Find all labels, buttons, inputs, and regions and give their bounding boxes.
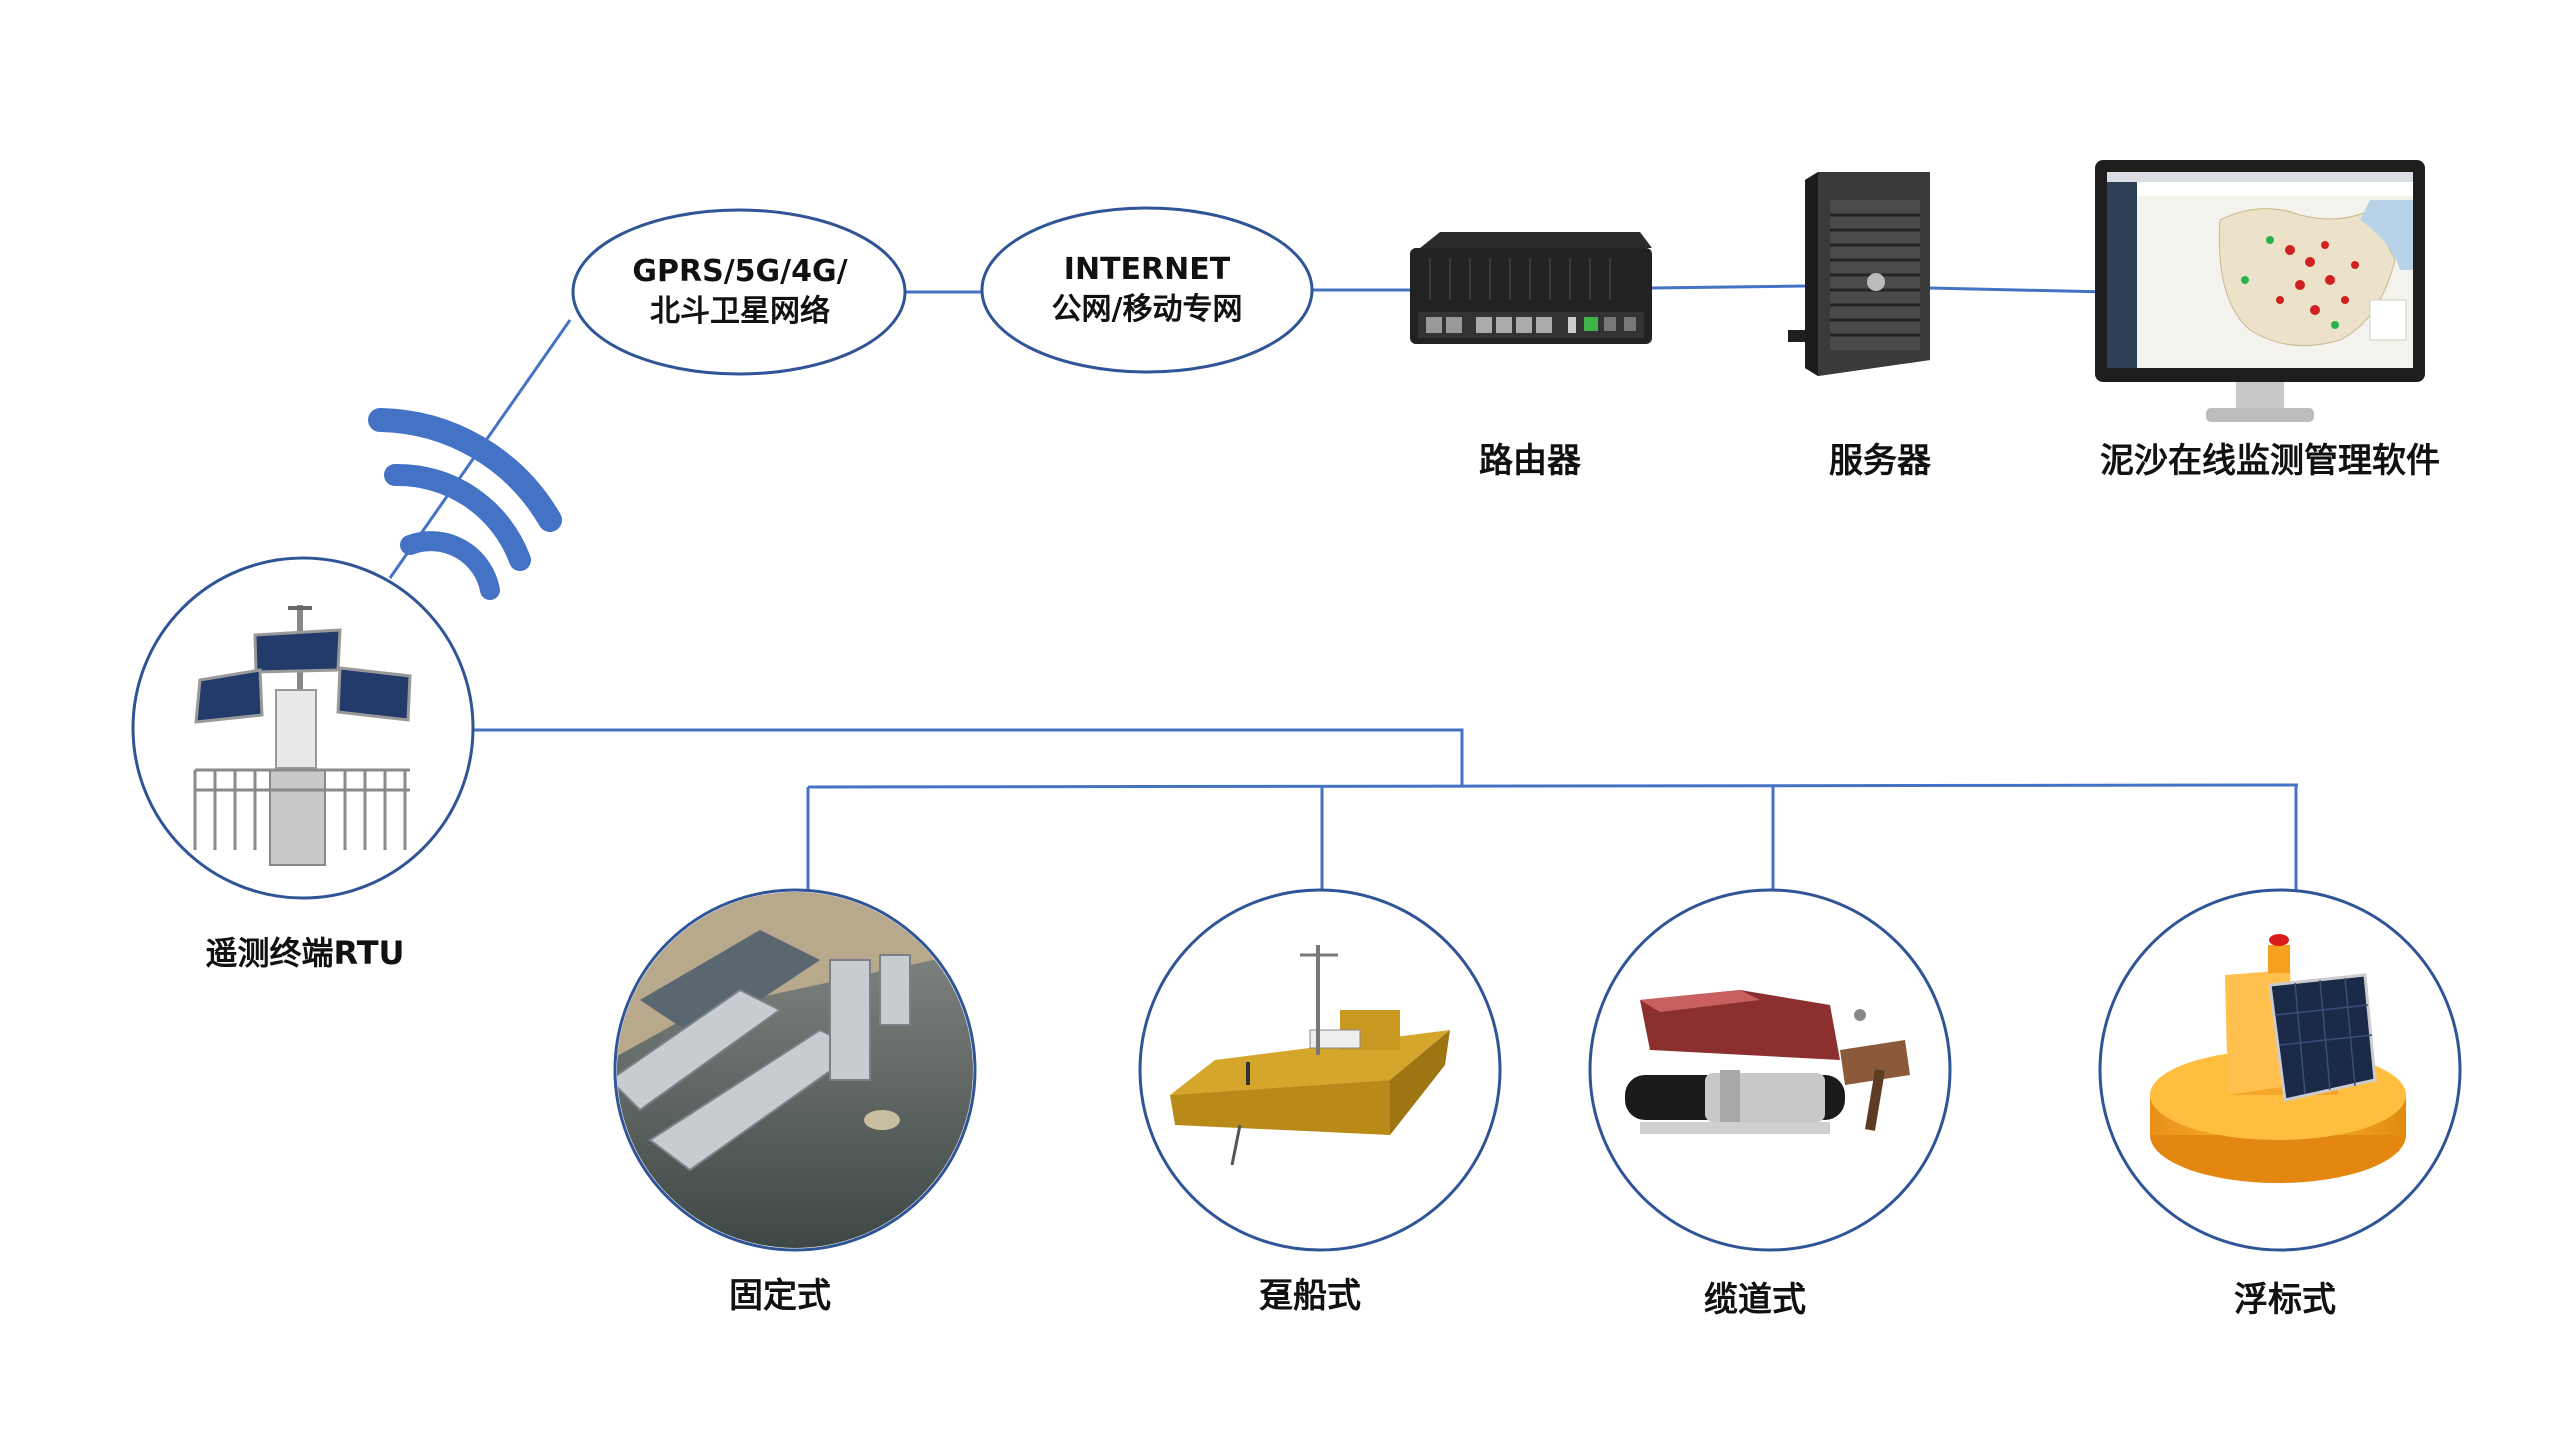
gprs-line1: GPRS/5G/4G/	[632, 254, 848, 289]
sensor-label-buoy: 浮标式	[2234, 1280, 2336, 1320]
rtu-bus-line	[472, 728, 1464, 785]
cableway-sensor-illustration	[1625, 990, 1910, 1134]
network-ellipse-gprs	[571, 208, 907, 376]
connection-lines	[388, 284, 2299, 892]
router-icon	[1410, 232, 1652, 344]
router-label: 路由器	[1479, 441, 1581, 481]
internet-line2: 公网/移动专网	[1051, 292, 1243, 327]
server-icon	[1788, 172, 1930, 376]
rtu-label: 遥测终端RTU	[205, 934, 405, 972]
sensor-circle-cableway	[1588, 888, 1952, 1252]
monitor-icon	[2095, 160, 2425, 422]
network-ellipse-gprs-text: GPRS/5G/4G/ 北斗卫星网络	[590, 252, 890, 332]
sensor-bus-line	[807, 783, 2299, 789]
sensor-label-cableway: 缆道式	[1704, 1280, 1806, 1320]
server-software-link	[1929, 286, 2109, 294]
wifi-signal-icon	[368, 408, 562, 600]
router-server-link	[1649, 284, 1806, 290]
server-label: 服务器	[1829, 441, 1931, 481]
pontoon-boat-illustration	[1170, 945, 1450, 1166]
gprs-line2: 北斗卫星网络	[650, 294, 830, 329]
fixed-installation-photo	[617, 892, 973, 1248]
rtu-station-illustration	[135, 560, 471, 896]
sensor-label-fixed: 固定式	[729, 1276, 831, 1316]
software-label: 泥沙在线监测管理软件	[2100, 441, 2440, 481]
internet-line1: INTERNET	[1063, 252, 1231, 287]
buoy-illustration	[2150, 934, 2406, 1183]
network-ellipse-internet	[980, 206, 1314, 374]
sensor-label-pontoon: 趸船式	[1259, 1276, 1361, 1316]
network-ellipse-internet-text: INTERNET 公网/移动专网	[997, 250, 1297, 330]
